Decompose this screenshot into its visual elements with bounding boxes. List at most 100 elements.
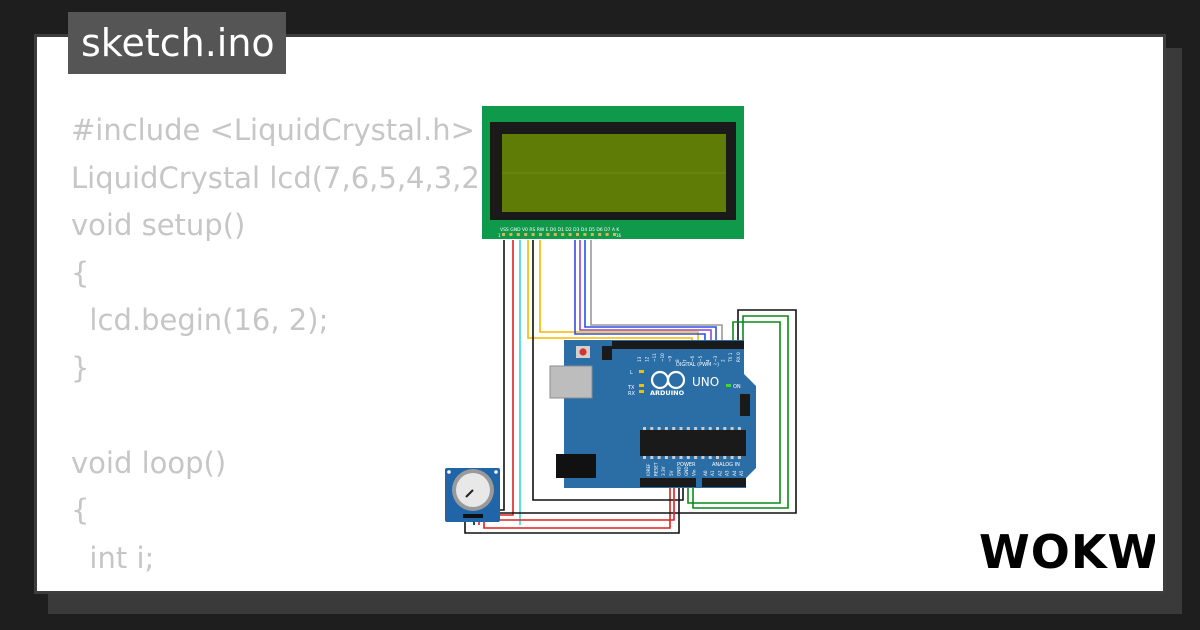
pin-label: A0 xyxy=(703,470,708,476)
pin-label: A4 xyxy=(732,470,737,476)
chip-leg xyxy=(716,456,719,459)
chip-leg xyxy=(657,427,661,430)
pin-label: ~11 xyxy=(652,353,657,362)
pin-label: 2 xyxy=(721,359,726,362)
code-line: LiquidCrystal lcd(7,6,5,4,3,2); xyxy=(71,160,501,195)
logo-text: WOKWI xyxy=(979,525,1155,579)
pin-label: RESET xyxy=(654,462,659,476)
analog-label: ANALOG IN xyxy=(712,462,740,468)
lcd-pin-labels: VSS GND V0 RS RW E D0 D1 D2 D3 D4 D5 D6 … xyxy=(500,227,620,233)
wire-d5-d4 xyxy=(579,240,712,348)
lcd-pin xyxy=(605,233,609,236)
chip-leg xyxy=(716,427,719,430)
chip-leg xyxy=(701,456,705,459)
pin-label: A2 xyxy=(717,470,722,476)
icsp-header-right xyxy=(740,394,750,416)
pin-label: 13 xyxy=(637,356,642,362)
power-header xyxy=(640,478,696,487)
lcd-pin xyxy=(561,233,565,236)
pin-label: A3 xyxy=(725,470,730,476)
chip-leg xyxy=(730,456,734,459)
lcd-pin xyxy=(516,233,520,236)
chip-leg xyxy=(657,456,661,459)
chip-leg xyxy=(723,456,727,459)
chip-leg xyxy=(650,456,654,459)
chip-leg xyxy=(708,427,712,430)
chip-leg xyxy=(664,427,668,430)
code-line: int i; xyxy=(71,540,155,575)
pin-label: GND xyxy=(684,466,689,476)
board-model: UNO xyxy=(692,375,719,389)
digital-label: DIGITAL (PWM ~) xyxy=(676,362,719,368)
pin-label: 3.3V xyxy=(661,466,666,476)
lcd-pin xyxy=(546,233,550,236)
wire-e-d6 xyxy=(539,240,699,348)
lcd-pin xyxy=(583,233,587,236)
code-line: { xyxy=(71,493,90,527)
chip-leg xyxy=(679,427,683,430)
wire-rw-gnd xyxy=(532,240,684,501)
l-led xyxy=(639,370,644,373)
pot-pins xyxy=(463,514,483,518)
pin-label: 5V xyxy=(669,470,674,476)
lcd-pin xyxy=(613,233,616,236)
lcd-pin xyxy=(598,233,602,236)
on-led-label: ON xyxy=(733,384,741,390)
code-line: lcd.begin(16, 2); xyxy=(71,303,329,337)
arduino-logo xyxy=(650,370,686,390)
rx-led-label: RX xyxy=(628,391,635,397)
chip-leg xyxy=(664,456,668,459)
wire-d6-d3 xyxy=(584,240,717,348)
lcd-pin-first: 1 xyxy=(498,233,501,238)
pin-label: A5 xyxy=(739,470,744,476)
pin-label: 8 xyxy=(675,359,680,362)
chip-leg xyxy=(679,456,683,459)
sketch-filename-tab[interactable]: sketch.ino xyxy=(68,12,286,74)
wire-pot-5v xyxy=(478,478,675,525)
chip-leg xyxy=(737,456,741,459)
analog-header xyxy=(702,478,746,487)
pin-label: 4 xyxy=(705,359,710,362)
wire-d7-d2 xyxy=(590,240,723,348)
lcd-pin xyxy=(539,233,542,236)
chip-leg xyxy=(643,456,646,459)
pin-label: 7 xyxy=(683,359,688,362)
l-led-label: L xyxy=(630,370,633,376)
pin-label: ~3 xyxy=(713,355,718,362)
pot-indicator xyxy=(465,489,474,498)
tx-led-label: TX xyxy=(627,385,635,391)
digital-header xyxy=(612,341,744,349)
pin-label: RX 0 xyxy=(736,352,741,362)
code-line: void setup() xyxy=(71,208,246,242)
pin-label: ~10 xyxy=(660,353,665,362)
icsp-header-top xyxy=(602,346,612,360)
chip-leg xyxy=(737,427,741,430)
code-line: } xyxy=(71,350,90,385)
atmega-chip xyxy=(640,430,746,456)
on-led xyxy=(726,384,731,387)
arduino-uno[interactable]: UNO ARDUINO DIGITAL (PWM ~) POWER ANALOG… xyxy=(549,340,756,488)
pin-label: ~5 xyxy=(698,355,703,362)
lcd-pin-header xyxy=(502,233,616,236)
chip-leg xyxy=(672,427,676,430)
lcd-pin xyxy=(568,233,572,236)
potentiometer[interactable] xyxy=(445,468,500,522)
tx-led xyxy=(639,384,644,387)
lcd-pin xyxy=(590,233,594,236)
lcd-pin-last: 16 xyxy=(616,233,622,238)
chip-leg xyxy=(708,456,712,459)
chip-leg xyxy=(672,456,676,459)
chip-leg xyxy=(686,427,690,430)
lcd-module[interactable]: VSS GND V0 RS RW E D0 D1 D2 D3 D4 D5 D6 … xyxy=(482,106,744,239)
chip-leg xyxy=(701,427,705,430)
pin-label: ~6 xyxy=(690,355,695,362)
lcd-pin xyxy=(509,233,513,236)
pin-label: Vin xyxy=(692,469,697,476)
usb-port xyxy=(549,365,593,399)
wokwi-logo[interactable]: WOKWI xyxy=(975,524,1155,580)
pin-label: 12 xyxy=(645,356,650,362)
code-line: { xyxy=(71,255,90,290)
chip-leg xyxy=(643,427,646,430)
